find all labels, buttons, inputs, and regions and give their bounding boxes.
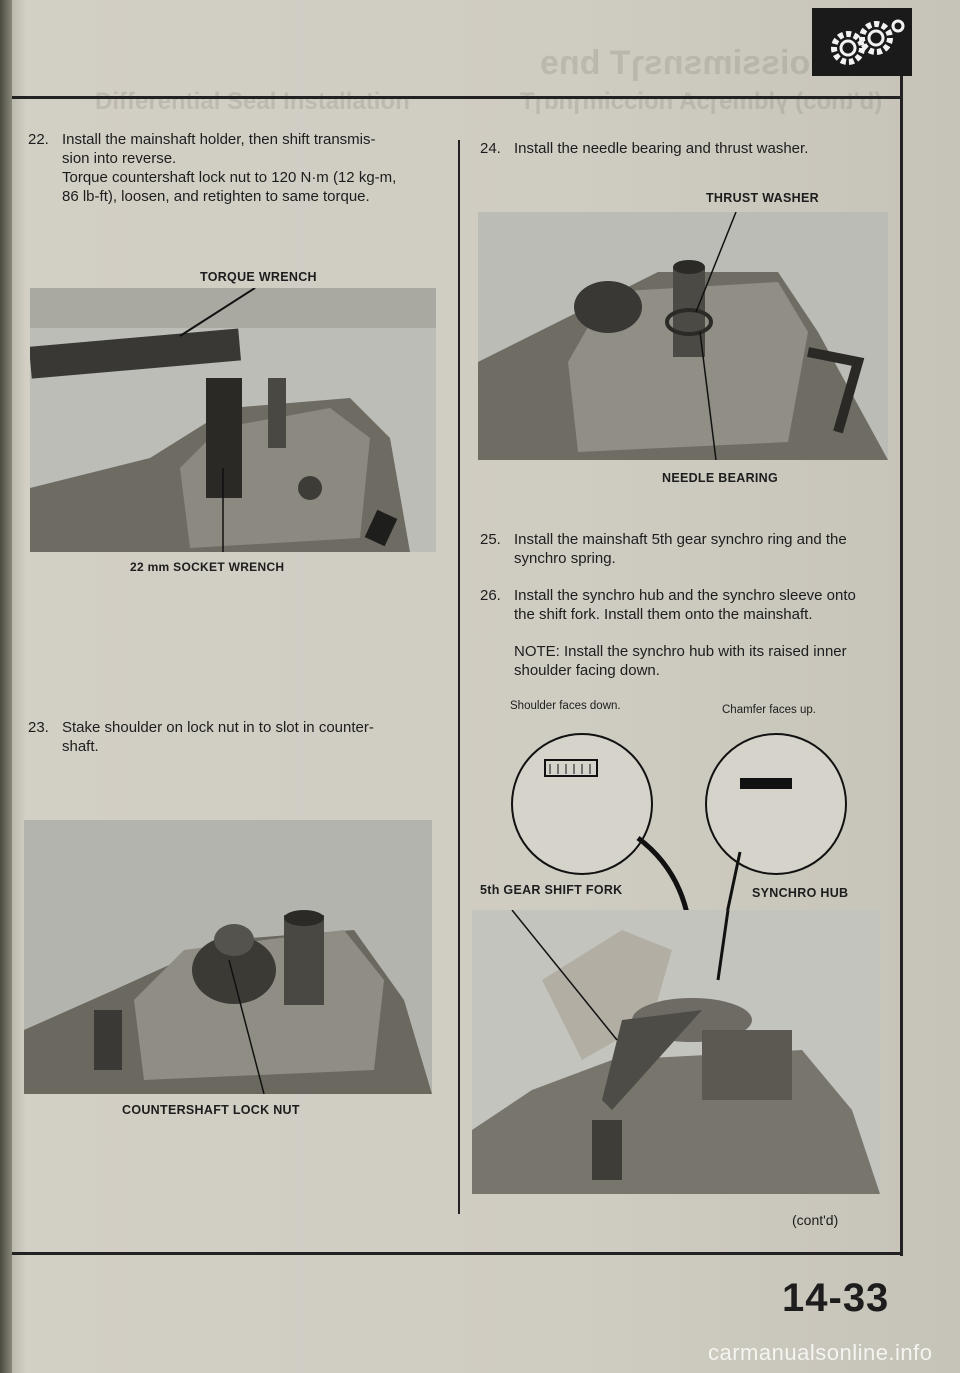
shift-fork-label: 5th GEAR SHIFT FORK — [480, 883, 623, 897]
step-text-line: the shift fork. Install them onto the ma… — [514, 606, 813, 623]
page-number: 14-33 — [782, 1276, 890, 1320]
book-binding — [0, 0, 12, 1373]
synchro-detail-diagram — [478, 718, 890, 918]
thrust-washer-label: THRUST WASHER — [706, 191, 819, 205]
step-text-line: Stake shoulder on lock nut in to slot in… — [62, 719, 374, 736]
bleed-through-text: Differential Seal Installation — [95, 88, 410, 115]
step-number: 23. — [28, 719, 49, 736]
step-text-line: synchro spring. — [514, 550, 616, 567]
torque-wrench-photo — [30, 288, 436, 552]
synchro-hub-label: SYNCHRO HUB — [752, 886, 849, 900]
step-number: 26. — [480, 587, 501, 604]
note: NOTE: Install the synchro hub with its r… — [514, 642, 894, 680]
step-text-line: Install the synchro hub and the synchro … — [514, 587, 856, 604]
step-text-line: 86 lb-ft), loosen, and retighten to same… — [62, 188, 370, 205]
step-text-line: sion into reverse. — [62, 150, 177, 167]
socket-wrench-label: 22 mm SOCKET WRENCH — [130, 560, 285, 574]
synchro-hub-install-photo — [472, 910, 880, 1194]
continued-label: (cont'd) — [792, 1212, 839, 1228]
right-frame-rule — [900, 76, 903, 1256]
header-rule — [12, 96, 902, 99]
step-text-line: Install the mainshaft 5th gear synchro r… — [514, 531, 847, 548]
step-number: 22. — [28, 131, 49, 148]
countershaft-lock-nut-photo — [24, 820, 432, 1094]
torque-wrench-label: TORQUE WRENCH — [200, 270, 317, 284]
countershaft-lock-nut-label: COUNTERSHAFT LOCK NUT — [122, 1103, 300, 1117]
footer-rule — [12, 1252, 903, 1255]
chamfer-faces-up-label: Chamfer faces up. — [722, 704, 816, 716]
watermark: carmanualsonline.info — [708, 1340, 933, 1365]
step-text-line: Torque countershaft lock nut to 120 N·m … — [62, 169, 397, 186]
note-line: NOTE: Install the synchro hub with its r… — [514, 643, 847, 660]
bleed-through-text: noissimsnsɿT bnɘ — [540, 44, 831, 82]
needle-bearing-label: NEEDLE BEARING — [662, 471, 779, 485]
gears-icon — [812, 8, 912, 76]
note-line: shoulder facing down. — [514, 662, 660, 679]
step-number: 25. — [480, 531, 501, 548]
step-text-line: Install the mainshaft holder, then shift… — [62, 131, 376, 148]
needle-bearing-photo — [478, 212, 888, 460]
bleed-through-text: (b'tnoɔ) γldmɘɿɔA noiɔɔimɿnɑɿT — [520, 88, 883, 115]
step-number: 24. — [480, 140, 501, 157]
step-text-line: Install the needle bearing and thrust wa… — [514, 140, 809, 157]
shoulder-faces-down-label: Shoulder faces down. — [510, 700, 621, 712]
column-divider — [458, 140, 460, 1214]
step-text-line: shaft. — [62, 738, 99, 755]
